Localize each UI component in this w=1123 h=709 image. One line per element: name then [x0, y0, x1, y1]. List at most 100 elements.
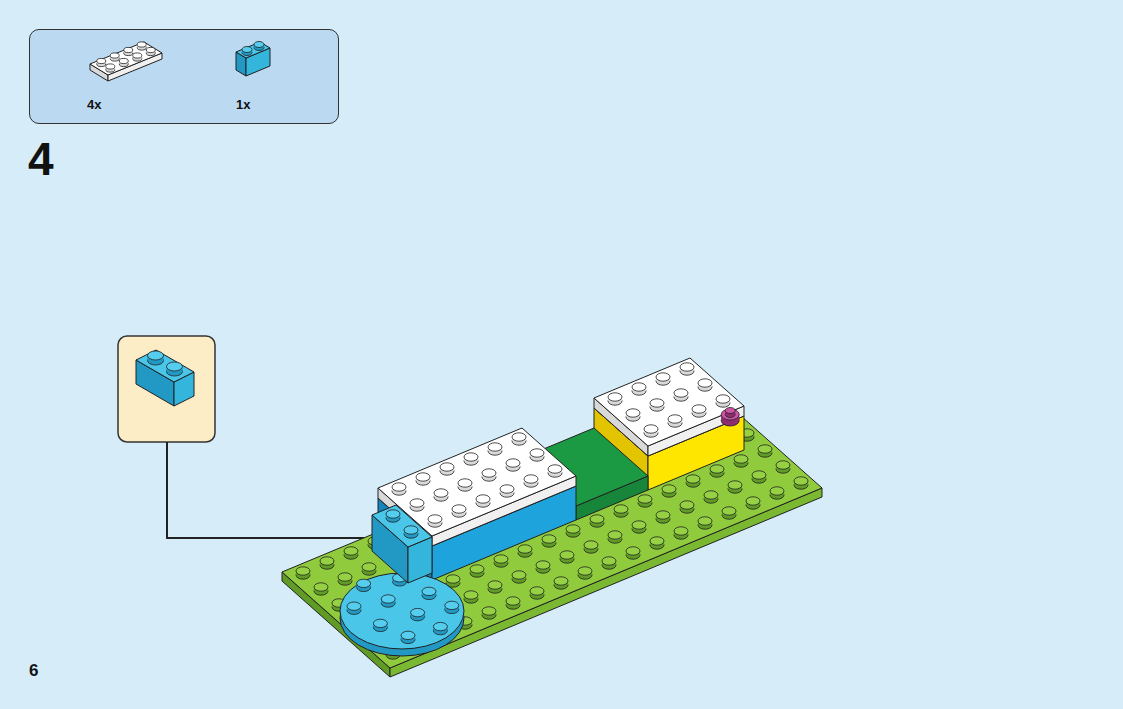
stud	[752, 471, 766, 479]
stud	[530, 587, 544, 595]
stud	[650, 537, 664, 545]
stud	[776, 461, 790, 469]
stud	[626, 409, 640, 417]
stud	[494, 555, 508, 563]
stud	[524, 475, 538, 483]
stud	[578, 567, 592, 575]
stud	[725, 408, 735, 414]
stud	[758, 445, 772, 453]
stud	[146, 47, 155, 52]
stud	[338, 573, 352, 581]
stud	[692, 405, 706, 413]
page-number: 6	[29, 662, 38, 679]
stud	[722, 507, 736, 515]
stud	[686, 475, 700, 483]
stud	[416, 473, 430, 481]
stud	[476, 495, 490, 503]
brick-face	[282, 392, 822, 668]
stud	[662, 485, 676, 493]
stud	[506, 597, 520, 605]
stud	[548, 465, 562, 473]
stud	[167, 362, 183, 371]
brick-face	[594, 358, 744, 446]
stud	[632, 383, 646, 391]
stud	[518, 545, 532, 553]
stud	[440, 463, 454, 471]
stud	[482, 469, 496, 477]
stud	[254, 42, 264, 48]
stud	[386, 510, 400, 518]
stud	[404, 526, 418, 534]
stud	[124, 47, 133, 52]
stud	[650, 399, 664, 407]
stud	[590, 515, 604, 523]
stud	[560, 551, 574, 559]
stud	[401, 631, 415, 639]
brick-face	[90, 42, 162, 75]
stud	[106, 64, 115, 69]
stud	[433, 622, 447, 630]
stud	[500, 485, 514, 493]
stud	[464, 591, 478, 599]
stud	[482, 607, 496, 615]
stud	[536, 561, 550, 569]
stud	[434, 489, 448, 497]
stud	[314, 583, 328, 591]
stud	[362, 563, 376, 571]
stud	[614, 505, 628, 513]
part-count: 4x	[87, 97, 101, 112]
stud	[110, 53, 119, 58]
round-plate	[340, 573, 464, 649]
stud	[734, 455, 748, 463]
stud	[296, 567, 310, 575]
part-count: 1x	[236, 97, 250, 112]
stud	[422, 587, 436, 595]
stud	[512, 433, 526, 441]
stud	[320, 557, 334, 565]
stud	[242, 47, 252, 53]
stud	[410, 499, 424, 507]
step-number: 4	[28, 136, 54, 182]
parts-list-box: 4x 1x	[29, 29, 339, 124]
stud	[656, 511, 670, 519]
stud	[644, 425, 658, 433]
stud	[716, 395, 730, 403]
stud	[674, 527, 688, 535]
stud	[542, 535, 556, 543]
stud	[632, 521, 646, 529]
stud	[470, 565, 484, 573]
stud	[464, 453, 478, 461]
stud	[411, 608, 425, 616]
stud	[626, 547, 640, 555]
stud	[119, 58, 128, 63]
stud	[602, 557, 616, 565]
stud	[698, 517, 712, 525]
stud	[656, 373, 670, 381]
callout-brick	[136, 350, 194, 406]
parts-panel-fill	[29, 29, 339, 124]
stud	[638, 495, 652, 503]
stud	[512, 571, 526, 579]
stud	[148, 351, 164, 360]
stud	[357, 579, 371, 587]
stud	[674, 389, 688, 397]
stud	[566, 525, 580, 533]
stud	[770, 487, 784, 495]
stud	[458, 479, 472, 487]
stud	[488, 443, 502, 451]
stud	[452, 505, 466, 513]
stud	[554, 577, 568, 585]
stud	[680, 501, 694, 509]
stud	[794, 477, 808, 485]
stud	[97, 58, 106, 63]
stud	[608, 393, 622, 401]
stud	[728, 481, 742, 489]
stud	[704, 491, 718, 499]
stud	[488, 581, 502, 589]
stud	[506, 459, 520, 467]
stud	[584, 541, 598, 549]
stud	[137, 42, 146, 47]
stud	[445, 601, 459, 609]
